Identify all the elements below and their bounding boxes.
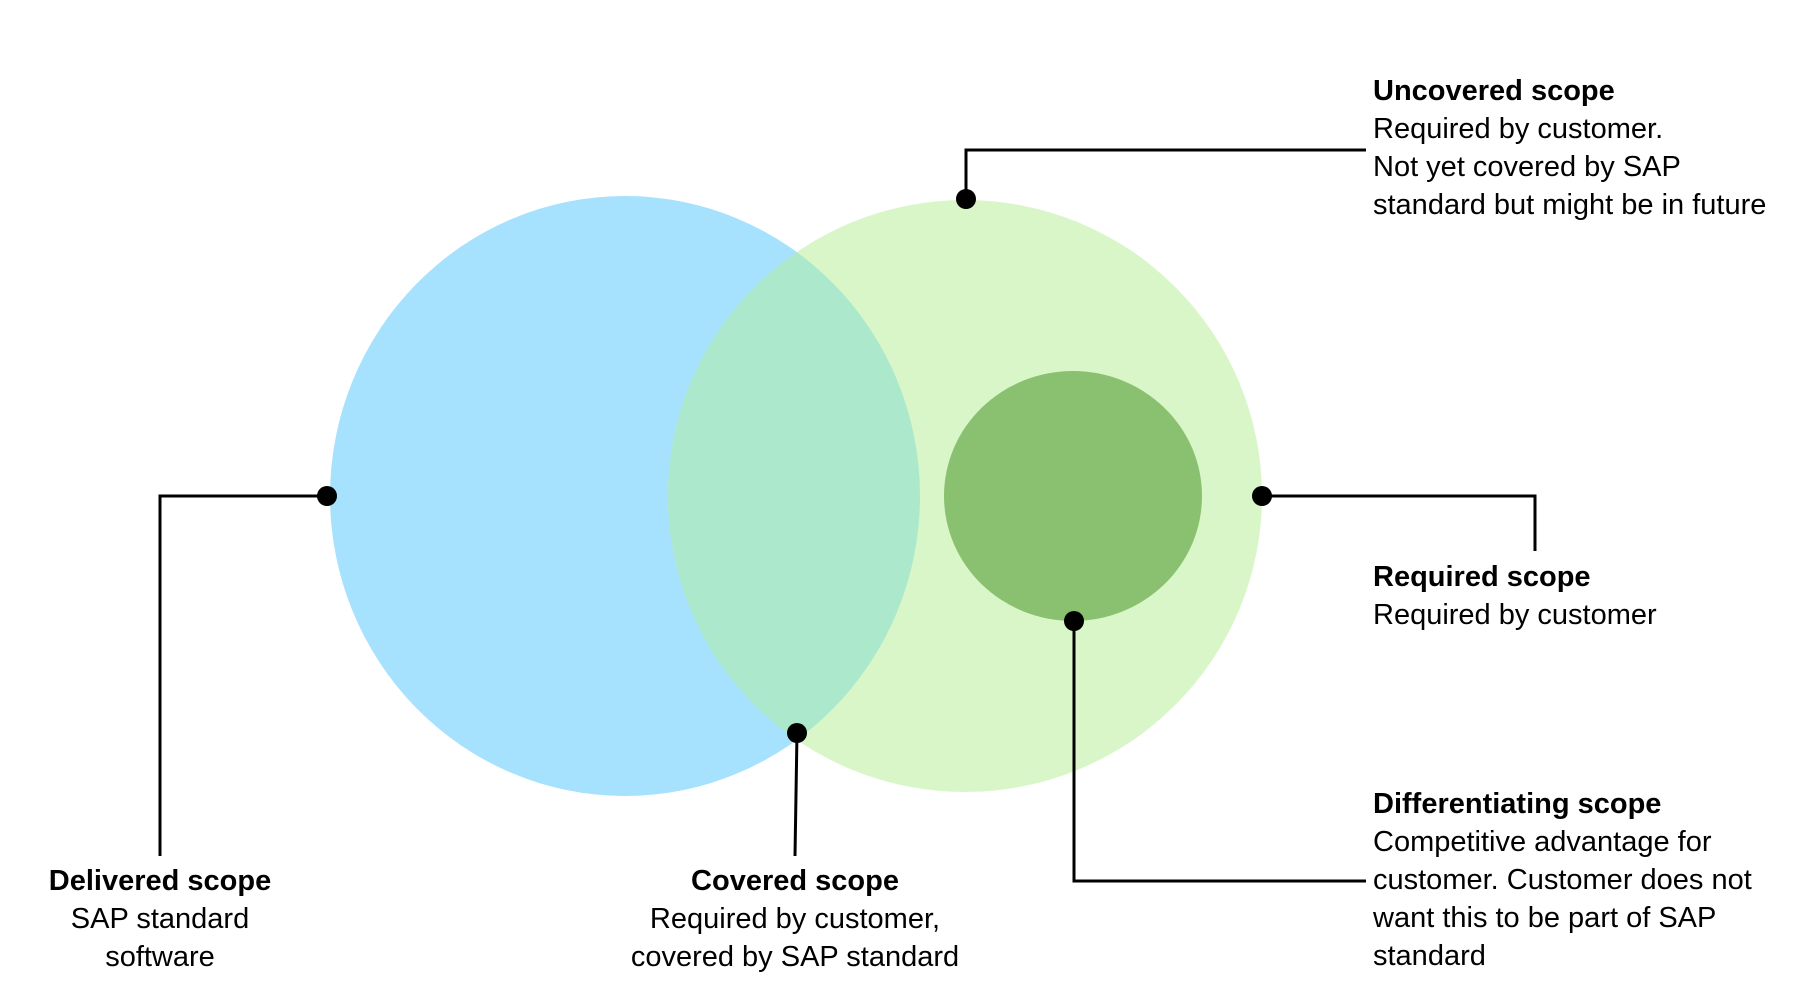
required-scope-title: Required scope (1373, 561, 1591, 593)
covered-scope-label: Covered scope Required by customer, cove… (595, 862, 995, 976)
required-leader-line (1262, 494, 1537, 551)
covered-scope-overlap (668, 200, 920, 792)
uncovered-anchor-dot (956, 189, 976, 209)
covered-leader-line (793, 732, 799, 857)
delivered-anchor-dot (317, 486, 337, 506)
differentiating-scope-desc-2: customer. Customer does not (1373, 864, 1752, 896)
covered-scope-desc-1: Required by customer, (649, 903, 941, 935)
uncovered-leader-line (964, 148, 1366, 199)
covered-scope-title: Covered scope (691, 865, 899, 897)
differentiating-scope-label: Differentiating scope Competitive advant… (1373, 785, 1752, 975)
differentiating-scope-desc-1: Competitive advantage for (1373, 826, 1712, 858)
delivered-scope-title: Delivered scope (48, 865, 272, 897)
covered-scope-desc-2: covered by SAP standard (630, 941, 960, 973)
differentiating-scope-circle (944, 371, 1202, 621)
delivered-scope-desc-2: software (105, 941, 215, 973)
required-scope-desc-1: Required by customer (1373, 599, 1657, 631)
uncovered-scope-label: Uncovered scope Required by customer. No… (1373, 72, 1766, 224)
differentiating-leader-line (1072, 621, 1366, 883)
delivered-leader-line (158, 494, 327, 856)
uncovered-scope-desc-1: Required by customer. (1373, 113, 1664, 145)
covered-anchor-dot (787, 723, 807, 743)
differentiating-anchor-dot (1064, 611, 1084, 631)
differentiating-scope-desc-4: standard (1373, 940, 1486, 972)
differentiating-scope-desc-3: want this to be part of SAP (1373, 902, 1717, 934)
uncovered-scope-desc-2: Not yet covered by SAP (1373, 151, 1681, 183)
required-anchor-dot (1252, 486, 1272, 506)
delivered-scope-desc-1: SAP standard (70, 903, 250, 935)
uncovered-scope-desc-3: standard but might be in future (1373, 189, 1767, 221)
required-scope-label: Required scope Required by customer (1373, 558, 1657, 634)
uncovered-scope-title: Uncovered scope (1373, 75, 1615, 107)
differentiating-scope-title: Differentiating scope (1373, 788, 1662, 820)
delivered-scope-label: Delivered scope SAP standard software (20, 862, 300, 976)
